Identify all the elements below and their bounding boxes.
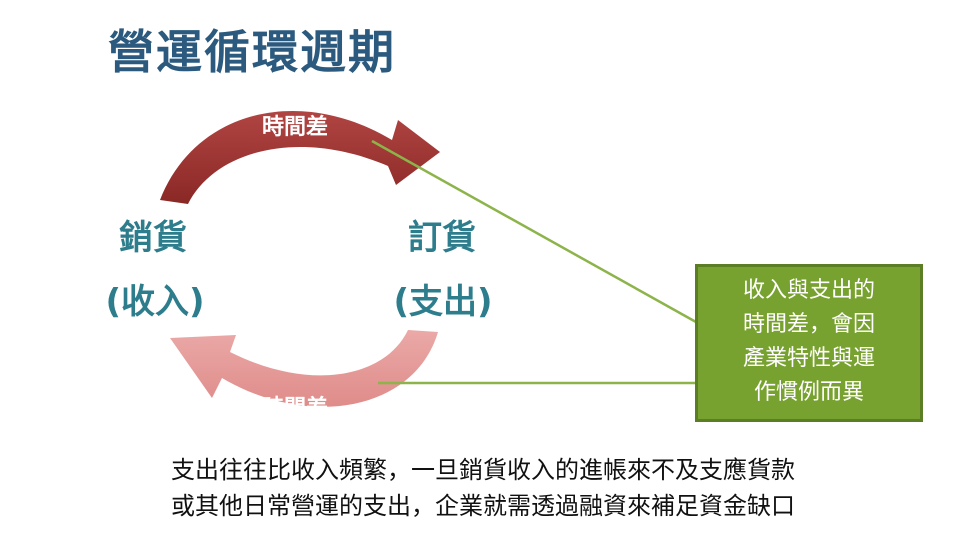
callout-box: 收入與支出的 時間差，會因 產業特性與運 作慣例而異 [695,264,923,422]
node-order-name: 訂貨 [408,218,476,258]
caption-line: 或其他日常營運的支出，企業就需透過融資來補足資金缺口 [171,492,795,520]
callout-line: 收入與支出的 [742,278,875,303]
top-cycle-arrow [160,110,440,204]
page-title: 營運循環週期 [108,25,396,79]
callout-line: 時間差，會因 [742,312,875,337]
top-arrow-label: 時間差 [261,115,328,140]
connector-line-top [371,139,697,324]
caption-text: 支出往往比收入頻繁，一旦銷貨收入的進帳來不及支應貨款 或其他日常營運的支出，企業… [68,452,898,524]
bottom-cycle-arrow [170,330,438,407]
callout-line: 產業特性與運 [742,346,875,371]
node-sales-name: 銷貨 [119,218,187,258]
node-sales-type: (收入) [105,282,205,322]
bottom-arrow-label: 時間差 [261,396,328,421]
caption-line: 支出往往比收入頻繁，一旦銷貨收入的進帳來不及支應貨款 [171,456,795,484]
callout-line: 作慣例而異 [753,380,864,405]
node-order-type: (支出) [393,282,493,322]
